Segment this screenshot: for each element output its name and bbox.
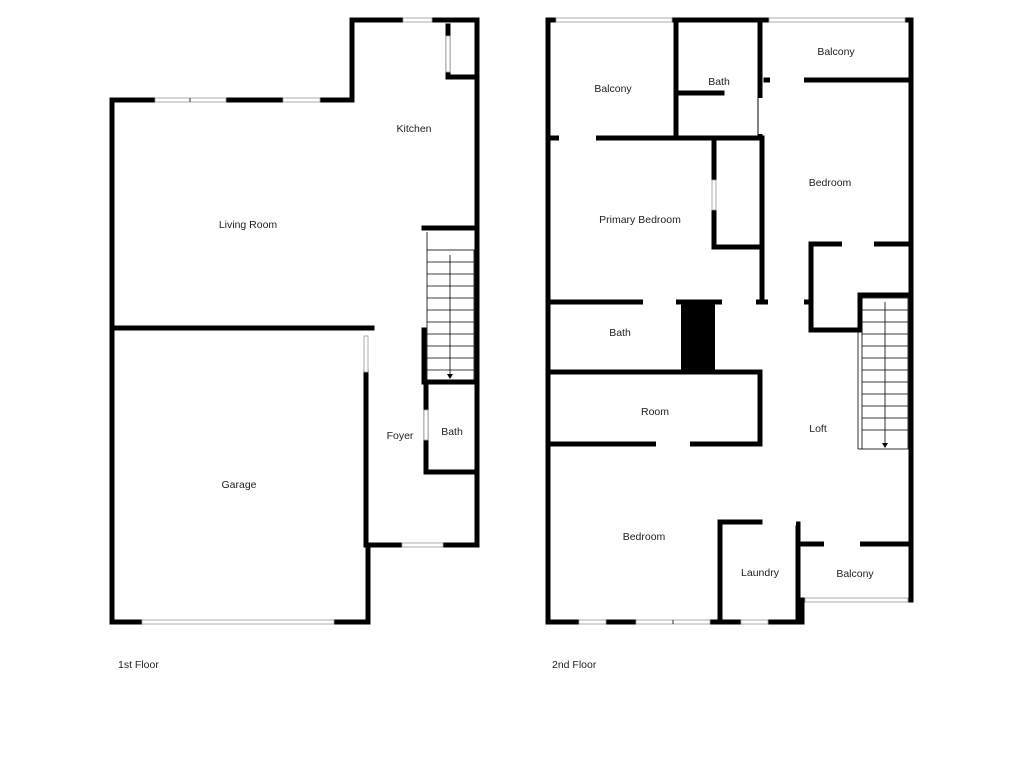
balcony-right-window — [768, 17, 906, 23]
room-label-balcony-right: Balcony — [817, 46, 855, 58]
second-floor-stairs — [857, 297, 909, 450]
closet-door — [711, 179, 717, 211]
room-label-living-room: Living Room — [219, 219, 278, 231]
garage-door — [141, 619, 335, 625]
room-label-bedroom-bottom: Bedroom — [623, 531, 666, 543]
stair-arrow-icon — [447, 374, 453, 379]
room-label-bath-mid: Bath — [609, 327, 631, 339]
kitchen-niche-window — [445, 35, 451, 73]
room-label-foyer: Foyer — [387, 430, 414, 442]
room-label-bath-top: Bath — [708, 76, 730, 88]
room-label-laundry: Laundry — [741, 567, 780, 579]
garage-entry-door — [363, 335, 369, 373]
room-label-kitchen: Kitchen — [396, 123, 431, 135]
first-floor-stairs — [426, 232, 475, 381]
balcony-left-window — [555, 17, 673, 23]
room-label-room: Room — [641, 406, 669, 418]
second-floor-outer-wall — [545, 17, 914, 625]
stair-arrow-icon — [882, 443, 888, 448]
room-label-balcony-left: Balcony — [594, 83, 632, 95]
kitchen-window — [402, 17, 433, 23]
room-label-loft: Loft — [809, 423, 827, 435]
kitchen-niche-wall — [445, 23, 477, 80]
laundry-window — [740, 619, 769, 625]
bath-door — [423, 409, 429, 441]
first-floor-plan: Kitchen Living Room Garage Foyer Bath — [109, 16, 480, 626]
first-floor-outer-wall — [109, 17, 480, 625]
door-gaps — [559, 76, 874, 548]
stair-top-wall-2 — [857, 292, 911, 333]
floor-label-first: 1st Floor — [118, 659, 159, 671]
front-door — [401, 542, 444, 548]
bedroom-window-1 — [578, 619, 607, 625]
room-label-bath: Bath — [441, 426, 463, 438]
room-label-primary-bedroom: Primary Bedroom — [599, 214, 681, 226]
second-floor-plan: Balcony Bath Balcony Bedroom Primary Bed… — [545, 16, 914, 626]
closet-wall — [711, 137, 763, 250]
living-window-2 — [282, 97, 321, 103]
balcony-bottom-rail — [804, 597, 909, 603]
laundry-wall — [717, 519, 801, 623]
living-window — [154, 97, 227, 103]
room-label-bedroom-right: Bedroom — [809, 177, 852, 189]
chase-block — [681, 302, 715, 372]
room-label-garage: Garage — [221, 479, 256, 491]
bath-mid-bottom-wall — [548, 369, 763, 447]
room-label-balcony-bottom: Balcony — [836, 568, 874, 580]
floor-label-second: 2nd Floor — [552, 659, 597, 671]
